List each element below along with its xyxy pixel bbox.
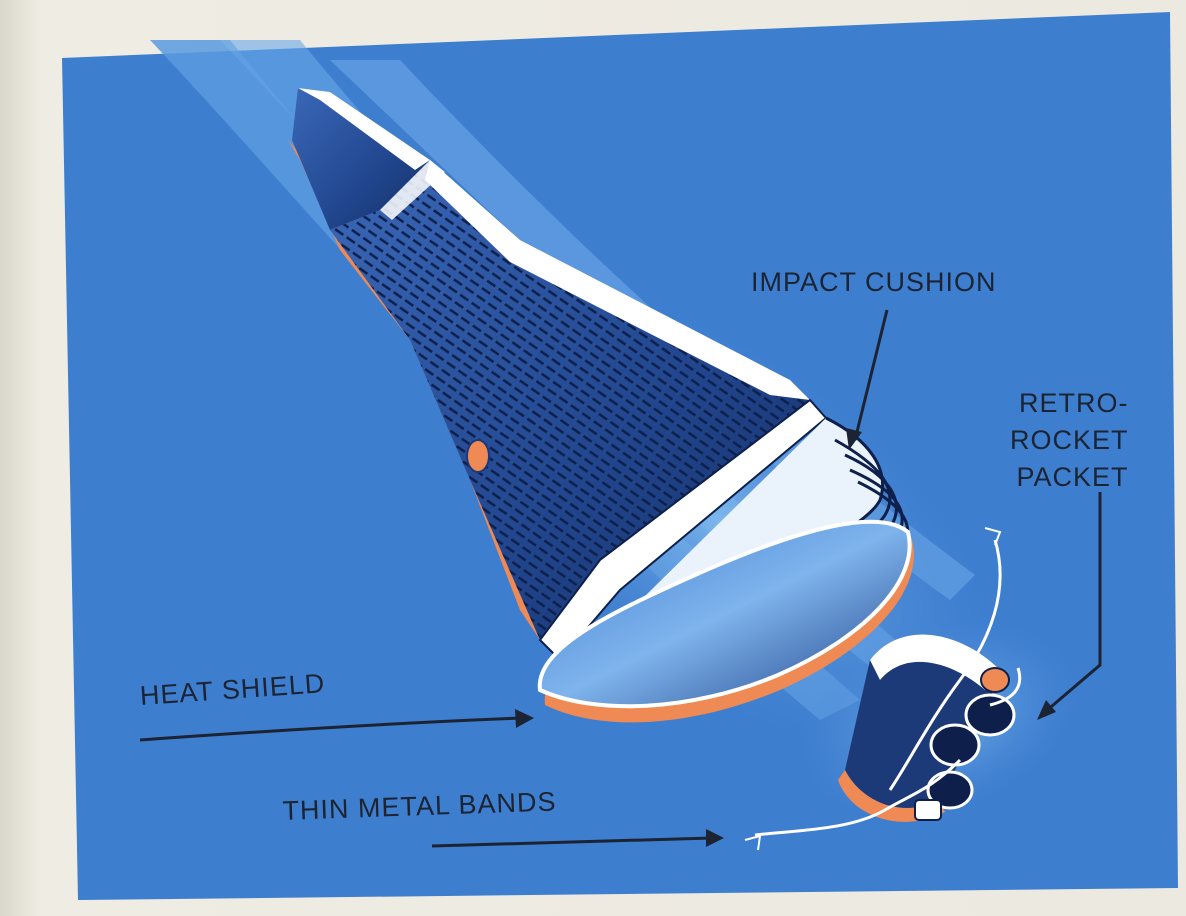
thin-metal-bands-arrow [431,836,713,848]
thin-metal-bands-arrowhead [706,829,724,847]
heat-shield-arrowhead [515,709,534,728]
retro-rocket-label-line3: PACKET [1016,462,1129,492]
retro-rocket-arrowhead [1037,700,1056,720]
pointer-arrows [139,309,1102,848]
spacecraft-capsule [288,88,828,662]
impact-cushion-arrowhead [846,428,862,450]
retro-rocket-label-line2: ROCKET [1010,425,1129,455]
heat-shield [537,519,914,723]
heat-shield-arrow [139,716,523,742]
retro-rocket-arrow [1044,492,1102,714]
retro-rocket-packet-label: RETRO- ROCKET PACKET [1010,385,1129,496]
retro-rocket-label-line1: RETRO- [1019,388,1129,418]
thin-metal-bands [744,527,1022,851]
impact-cushion-arrow [853,309,889,441]
impact-cushion-label: IMPACT CUSHION [751,267,997,297]
